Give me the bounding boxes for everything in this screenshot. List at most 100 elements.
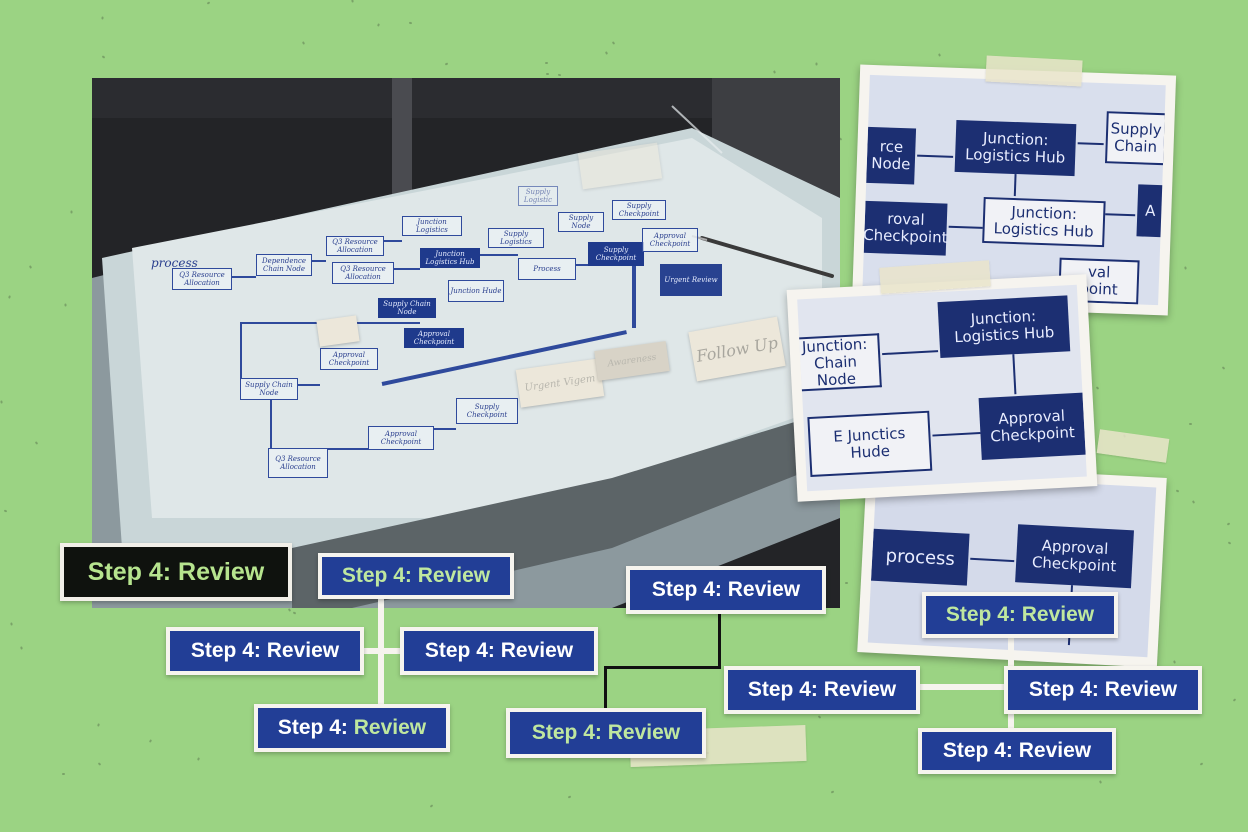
- board-node: Approval Checkpoint: [320, 348, 378, 370]
- step-label: Step 4: Review: [922, 592, 1118, 638]
- board-connector: [270, 400, 272, 448]
- snap-node: Junction: Logistics Hub: [937, 295, 1071, 359]
- board-node: Urgent Review: [660, 264, 722, 296]
- blank-sticky: [577, 142, 663, 190]
- paper-speck: [544, 61, 549, 65]
- board-node: Q3 Resource Allocation: [172, 268, 232, 290]
- paper-speck: [61, 772, 66, 776]
- step-label: Step 4: Review: [724, 666, 920, 714]
- paper-speck: [1173, 660, 1176, 664]
- paper-speck: [20, 646, 23, 650]
- step-connector: [910, 684, 1020, 690]
- snap-connector: [917, 154, 954, 158]
- board-node: Process: [518, 258, 576, 280]
- paper-speck: [545, 72, 550, 76]
- whiteboard-photo: process Q3 Resource Allocation Dependenc…: [92, 78, 840, 608]
- board-connector: [576, 264, 588, 266]
- paper-speck: [10, 622, 13, 626]
- paper-speck: [70, 210, 73, 214]
- blank-sticky: [316, 315, 360, 347]
- board-node: Dependence Chain Node: [256, 254, 312, 276]
- paper-speck: [101, 16, 104, 20]
- board-node: Q3 Resource Allocation: [268, 448, 328, 478]
- board-connector: [240, 322, 242, 378]
- board-node: Approval Checkpoint: [642, 228, 698, 252]
- board-node: Supply Checkpoint: [588, 242, 644, 266]
- sticky-note: Urgent Vigem: [515, 358, 605, 408]
- snap-connector: [1012, 354, 1017, 395]
- snap-connector: [882, 350, 939, 356]
- paper-speck: [3, 509, 8, 513]
- board-connector: [312, 260, 326, 262]
- board-node: Q3 Resource Allocation: [326, 236, 384, 256]
- paper-speck: [1188, 422, 1193, 426]
- board-node: Supply Logistics: [488, 228, 544, 248]
- snap-connector: [1013, 174, 1017, 197]
- step-label: Step 4: Review: [166, 627, 364, 675]
- step-label: Step 4: Review: [254, 704, 450, 752]
- board-node: Junction Hude: [448, 280, 504, 302]
- board-node: Junction Logistics: [402, 216, 462, 236]
- snap-node: Supply Chain: [1104, 111, 1166, 166]
- snap-node: Approval Checkpoint: [1015, 524, 1134, 589]
- board-node: Approval Checkpoint: [368, 426, 434, 450]
- board-node: Approval Checkpoint: [404, 328, 464, 348]
- step-connector: [604, 666, 607, 716]
- board-connector: [298, 384, 320, 386]
- snap-connector: [970, 557, 1015, 563]
- snap-connector: [948, 225, 983, 229]
- board-connector: [434, 428, 456, 430]
- snap-connector: [1105, 213, 1136, 217]
- paper-speck: [844, 581, 849, 585]
- board-connector: [394, 268, 420, 270]
- board-title: process: [151, 256, 198, 270]
- snapshot-middle: Junction: Chain Node Junction: Logistics…: [786, 274, 1098, 502]
- snap-node: process: [870, 528, 970, 586]
- board-connector: [384, 240, 402, 242]
- snap-connector: [932, 432, 981, 437]
- snap-node: roval Checkpoint: [863, 200, 948, 256]
- paper-speck: [408, 21, 413, 25]
- step-connector: [604, 666, 721, 669]
- snap-node: Junction: Chain Node: [797, 333, 882, 392]
- masking-tape: [985, 55, 1083, 87]
- step-label: Step 4: Review: [318, 553, 514, 599]
- board-node: Supply Checkpoint: [612, 200, 666, 220]
- step-label: Step 4: Review: [1004, 666, 1202, 714]
- snap-node: E Junctics Hude: [807, 410, 933, 478]
- sticky-note: Awareness: [594, 341, 670, 381]
- snap-connector: [1077, 142, 1104, 146]
- paper-speck: [815, 62, 818, 66]
- step-label: Step 4: Review: [60, 543, 292, 601]
- snap-node: Junction: Logistics Hub: [982, 196, 1106, 248]
- step-prefix: Step 4:: [277, 716, 348, 739]
- step-label: Step 4: Review: [626, 566, 826, 614]
- snap-node: Junction: Logistics Hub: [954, 119, 1077, 177]
- step-suffix: Review: [353, 716, 427, 739]
- board-node: Junction Logistics Hub: [420, 248, 480, 268]
- board-connector: [632, 266, 636, 328]
- paper-speck: [1184, 266, 1187, 270]
- snap-node: Approval Checkpoint: [978, 392, 1086, 461]
- paper-speck: [0, 400, 3, 404]
- paper-speck: [557, 73, 562, 77]
- step-label: Step 4: Review: [918, 728, 1116, 774]
- sticky-note: Follow Up: [688, 316, 786, 382]
- step-label: Step 4: Review: [400, 627, 598, 675]
- board-node: Supply Chain Node: [378, 298, 436, 318]
- paper-speck: [351, 0, 354, 3]
- paper-speck: [64, 303, 67, 307]
- step-connector: [360, 648, 404, 654]
- board-connector: [480, 254, 518, 256]
- board-connector: [232, 276, 256, 278]
- board-node: Supply Checkpoint: [456, 398, 518, 424]
- board-node: Supply Logistic: [518, 186, 558, 206]
- board-node: Supply Chain Node: [240, 378, 298, 400]
- flowchart-sheet: process Q3 Resource Allocation Dependenc…: [92, 78, 840, 608]
- step-connector: [718, 608, 721, 668]
- board-node: Q3 Resource Allocation: [332, 262, 394, 284]
- step-label: Step 4: Review: [506, 708, 706, 758]
- board-connector: [328, 448, 368, 450]
- snap-node: rce Node: [866, 126, 917, 185]
